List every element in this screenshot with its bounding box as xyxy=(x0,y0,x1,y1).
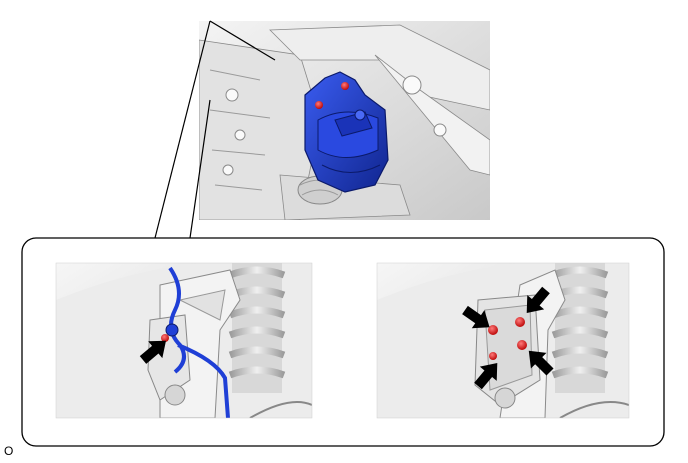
arrow-icon xyxy=(139,340,166,364)
bolt xyxy=(488,325,498,335)
bolt xyxy=(515,317,525,327)
coil-spring xyxy=(551,263,609,393)
arrow-icon xyxy=(462,305,490,329)
highlighted-part xyxy=(304,71,389,193)
bolt xyxy=(315,101,323,109)
callout-lines xyxy=(154,20,276,239)
arrow-icon xyxy=(474,363,498,390)
bolt xyxy=(161,334,169,342)
detail-frame xyxy=(21,237,665,447)
arrow-icon xyxy=(528,350,554,376)
detail-right xyxy=(377,263,629,418)
detail-left xyxy=(56,263,312,418)
coil-spring xyxy=(228,263,286,393)
bolt xyxy=(517,340,527,350)
main-illustration xyxy=(199,21,490,220)
arrow-icon xyxy=(526,286,550,313)
figure-code: O xyxy=(4,444,14,458)
bolt xyxy=(489,352,497,360)
bolt xyxy=(341,82,349,90)
